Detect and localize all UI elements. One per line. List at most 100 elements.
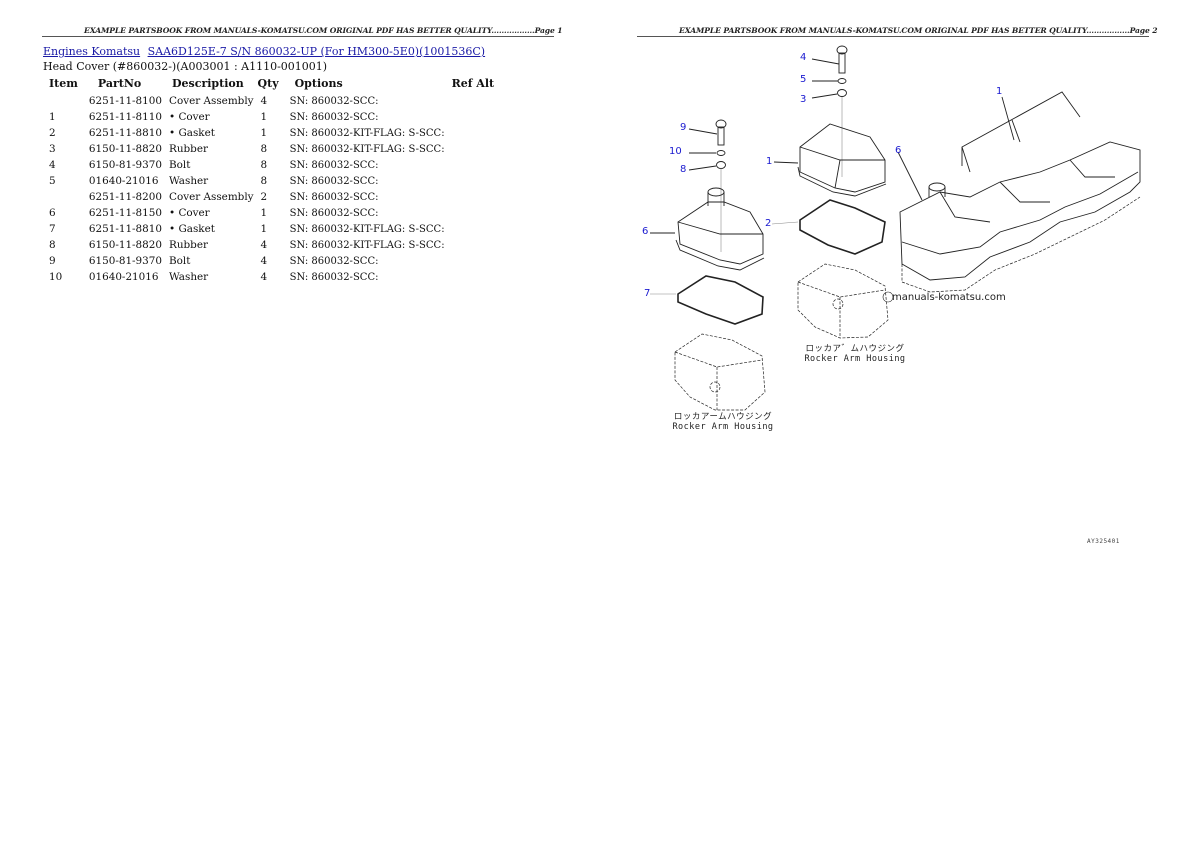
bolt-icon	[836, 45, 848, 177]
page-2: EXAMPLE PARTSBOOK FROM MANUALS-KOMATSU.C…	[595, 0, 1190, 842]
cell-partno: 6251-11-8810	[88, 223, 163, 235]
cell-refalt	[447, 269, 501, 285]
callout-8: 8	[680, 164, 687, 175]
parts-table: Item PartNo Description Qty Options Ref …	[44, 76, 500, 285]
caption-jp: ロッカアームハウジング	[673, 412, 773, 422]
cell-partno: 01640-21016	[88, 175, 159, 187]
col-refalt: Ref Alt	[451, 77, 495, 90]
breadcrumb-link-engines[interactable]: Engines Komatsu	[43, 45, 141, 58]
cell-options: SN: 860032-KIT-FLAG: S-SCC:	[289, 128, 445, 139]
cell-refalt	[447, 237, 501, 253]
cover-with-filler-icon	[675, 187, 765, 271]
col-description: Description	[172, 77, 244, 90]
cell-description: Washer	[169, 175, 209, 187]
caption-rocker-arm-housing-upper: ロッカア゛ムハウジング Rocker Arm Housing	[800, 344, 910, 364]
cell-description: • Gasket	[169, 127, 215, 139]
cell-qty: 8	[260, 143, 268, 155]
callout-10: 10	[669, 146, 682, 157]
col-item: Item	[49, 77, 78, 90]
cell-description: • Cover	[169, 111, 210, 123]
cell-refalt	[447, 221, 501, 237]
cell-description: Bolt	[169, 255, 191, 267]
cell-partno: 6150-81-9370	[88, 255, 163, 267]
cell-partno: 01640-21016	[88, 271, 159, 283]
cell-refalt	[447, 173, 501, 189]
cover-icon	[797, 123, 887, 197]
cell-options: SN: 860032-SCC:	[289, 256, 379, 267]
cell-qty: 8	[260, 175, 268, 187]
engine-head-cover-assembly-icon	[899, 141, 1141, 293]
col-partno: PartNo	[97, 77, 142, 90]
cell-item	[44, 93, 84, 109]
cell-description: Washer	[169, 271, 209, 283]
cell-partno: 6251-11-8150	[88, 207, 163, 219]
cell-item: 3	[49, 143, 56, 155]
cell-qty: 1	[260, 207, 268, 219]
cell-partno: 6150-11-8820	[88, 239, 163, 251]
breadcrumb-link-model[interactable]: SAA6D125E-7 S/N 860032-UP (For HM300-5E0…	[147, 45, 486, 58]
cell-partno: 6251-11-8810	[88, 127, 163, 139]
cell-refalt	[447, 125, 501, 141]
cell-refalt	[447, 189, 501, 205]
callout-3: 3	[800, 94, 807, 105]
col-qty: Qty	[257, 77, 279, 90]
cell-qty: 1	[260, 111, 268, 123]
cell-refalt	[447, 205, 501, 221]
header-divider	[637, 36, 1149, 37]
cell-options: SN: 860032-SCC:	[289, 208, 379, 219]
cell-refalt	[447, 253, 501, 269]
cell-qty: 4	[260, 255, 268, 267]
cell-options: SN: 860032-SCC:	[289, 272, 379, 283]
cell-qty: 1	[260, 223, 268, 235]
cell-partno: 6251-11-8200	[88, 191, 163, 203]
cell-options: SN: 860032-SCC:	[289, 112, 379, 123]
cell-description: Cover Assembly	[169, 191, 254, 203]
callout-1-assembly: 1	[996, 86, 1003, 97]
caption-en: Rocker Arm Housing	[804, 354, 906, 364]
caption-jp: ロッカア゛ムハウジング	[805, 344, 905, 354]
breadcrumb: Engines Komatsu SAA6D125E-7 S/N 860032-U…	[43, 45, 489, 58]
cell-item: 8	[49, 239, 56, 251]
page-header: EXAMPLE PARTSBOOK FROM MANUALS-KOMATSU.C…	[679, 26, 1158, 35]
watermark-text: manuals-komatsu.com	[892, 292, 1006, 303]
cell-description: Rubber	[169, 143, 208, 155]
cell-refalt	[447, 109, 501, 125]
cell-refalt	[447, 93, 501, 109]
cell-item: 5	[49, 175, 56, 187]
cell-item: 10	[49, 271, 63, 283]
cell-qty: 4	[260, 271, 268, 283]
cell-options: SN: 860032-SCC:	[289, 192, 379, 203]
table-row: 10 01640-21016 Washer 4 SN: 860032-SCC:	[44, 269, 500, 285]
caption-en: Rocker Arm Housing	[672, 422, 774, 432]
callout-4: 4	[800, 52, 807, 63]
cell-options: SN: 860032-KIT-FLAG: S-SCC:	[289, 240, 445, 251]
rocker-arm-housing-icon	[674, 333, 766, 411]
rocker-arm-housing-icon	[797, 263, 889, 339]
col-options: Options	[294, 77, 343, 90]
cell-partno: 6150-81-9370	[88, 159, 163, 171]
callout-6: 6	[642, 226, 649, 237]
callout-7: 7	[644, 288, 651, 299]
cell-item: 9	[49, 255, 56, 267]
header-divider	[42, 36, 554, 37]
cell-partno: 6150-11-8820	[88, 143, 163, 155]
cell-item: 1	[49, 111, 56, 123]
cell-partno: 6251-11-8100	[88, 95, 163, 107]
cell-qty: 4	[260, 239, 268, 251]
cell-refalt	[447, 157, 501, 173]
cell-qty: 1	[260, 127, 268, 139]
callout-2: 2	[765, 218, 772, 229]
cell-item	[44, 189, 84, 205]
callout-5: 5	[800, 74, 807, 85]
page-title: Head Cover (#860032-)(A003001 : A1110-00…	[43, 60, 328, 73]
callout-6-assembly: 6	[895, 145, 902, 156]
cell-description: • Cover	[169, 207, 210, 219]
table-header-row: Item PartNo Description Qty Options Ref …	[44, 76, 500, 93]
